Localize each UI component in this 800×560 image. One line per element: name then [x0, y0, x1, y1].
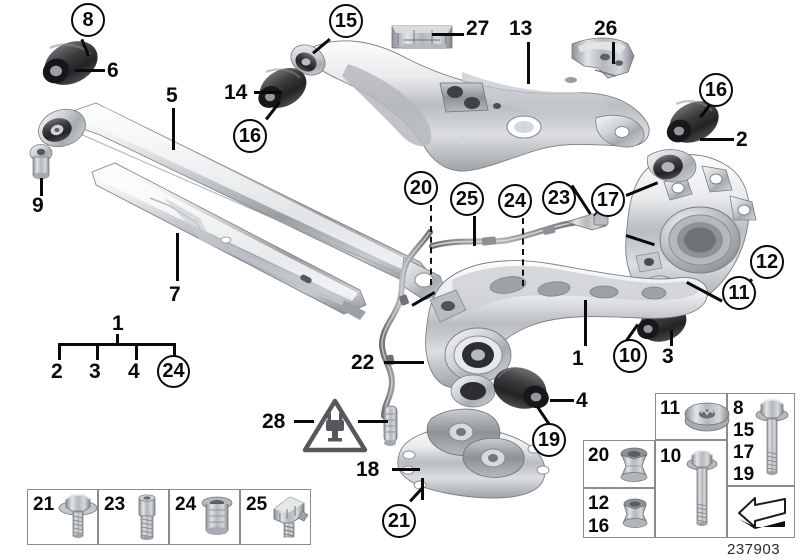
leader-28: [294, 420, 314, 423]
leader-13: [527, 42, 530, 84]
callout-24-c24: 24: [498, 184, 532, 218]
callout-20-c20: 20: [404, 171, 438, 205]
callout-16-c16b: 16: [699, 73, 733, 107]
callout-6-c6: 6: [107, 59, 119, 82]
hex-flange-bolt-long-icon: [755, 399, 789, 475]
callout-27-c27: 27: [466, 17, 490, 40]
part-18-mounting-bracket: [397, 408, 550, 499]
legend-num-21: 21: [33, 494, 55, 515]
callout-10-c10: 10: [613, 339, 647, 373]
bracket-stem: [116, 334, 119, 344]
legend-num-8: 8: [733, 398, 744, 419]
leader-7: [176, 233, 179, 281]
legend-num-11: 11: [660, 398, 681, 419]
part-4-rubber-bushing: [493, 367, 549, 409]
leader-26: [612, 42, 615, 64]
legend-num-23: 23: [104, 494, 126, 515]
bracket-child-3: 3: [89, 360, 101, 383]
direction-of-travel-arrow-icon: [738, 497, 786, 529]
callout-7-c7: 7: [169, 283, 181, 306]
callout-13-c13: 13: [509, 17, 533, 40]
bracket-tick-3: [96, 343, 99, 360]
part-1-lower-control-arm: [425, 260, 708, 408]
leader-28b: [358, 420, 388, 423]
part-25-link-rod: [429, 219, 583, 249]
leader-6: [75, 69, 105, 72]
leader-1b: [584, 300, 587, 346]
spring-clip-icon: [273, 496, 309, 538]
callout-11-c11: 11: [722, 276, 756, 310]
bracket-child-2: 2: [51, 360, 63, 383]
legend-num-12: 12: [588, 493, 610, 514]
legend-cell-23: [98, 489, 169, 545]
rivet-nut-icon: [201, 496, 233, 535]
hex-flange-nut-icon: [622, 498, 648, 528]
callout-8-c8: 8: [71, 3, 105, 37]
callout-18-c18: 18: [356, 458, 380, 481]
callout-1-c1b: 1: [572, 347, 584, 370]
leader-2: [700, 138, 734, 141]
part-6-rubber-mount: [42, 41, 98, 85]
leader-22: [384, 361, 424, 364]
callout-15-c15: 15: [329, 4, 363, 38]
part-26-bracket: [571, 37, 635, 79]
flange-lock-nut-icon: [620, 447, 648, 482]
part-15-upper-control-arm: [290, 40, 650, 172]
bracket-tick-4: [135, 343, 138, 360]
callout-21-c21: 21: [382, 504, 416, 538]
callout-17-c17: 17: [591, 183, 625, 217]
callout-9-c9: 9: [32, 194, 44, 217]
part-7-trailing-arm: [91, 162, 367, 320]
callout-5-c5: 5: [166, 84, 178, 107]
legend-num-20: 20: [588, 445, 610, 466]
legend-num-17: 17: [733, 442, 755, 463]
part-5-integral-link: [38, 102, 447, 301]
electrical-plug-warning-icon: [302, 398, 368, 453]
callout-4-c4: 4: [576, 389, 588, 412]
bracket-child-24: 24: [157, 355, 190, 388]
eccentric-washer-icon: [684, 402, 730, 432]
bracket-horizontal: [58, 343, 175, 346]
drawing-number: 237903: [727, 541, 781, 558]
callout-12-c12: 12: [750, 245, 784, 279]
bracket-child-4: 4: [128, 360, 140, 383]
leader-27: [432, 33, 464, 36]
callout-22-c22: 22: [351, 351, 375, 374]
bracket-tick-24: [173, 343, 176, 357]
leader-3: [670, 330, 673, 346]
leader-24: [522, 218, 524, 286]
leader-4: [550, 399, 574, 402]
long-flange-bolt-icon: [686, 450, 718, 526]
callout-16-c16a: 16: [233, 119, 267, 153]
legend-cell-10: [655, 440, 727, 538]
bracket-parent-label: 1: [112, 312, 124, 335]
legend-num-25: 25: [246, 494, 268, 515]
leader-18: [392, 468, 420, 471]
leader-5: [172, 108, 175, 150]
leader-9: [40, 178, 43, 196]
legend-num-15: 15: [733, 420, 755, 441]
legend-num-16: 16: [588, 516, 610, 537]
legend-num-10: 10: [660, 446, 682, 467]
hex-flange-bolt-icon: [58, 494, 98, 538]
callout-23-c23: 23: [542, 181, 576, 215]
leader-14: [254, 91, 282, 94]
legend-num-24: 24: [175, 494, 197, 515]
callout-25-c25: 25: [450, 182, 484, 216]
legend-num-19: 19: [733, 464, 755, 485]
callout-3-c3: 3: [662, 345, 674, 368]
part-9-pivot-pin: [29, 144, 53, 180]
callout-28-c28: 28: [262, 410, 286, 433]
callout-2-c2: 2: [736, 128, 748, 151]
leader-20: [430, 205, 432, 285]
bracket-tick-2: [58, 343, 61, 360]
callout-14-c14: 14: [224, 81, 248, 104]
part-27-bracket: [391, 25, 453, 49]
leader-25: [473, 216, 476, 246]
callout-26-c26: 26: [594, 17, 618, 40]
part-2-rubber-bushing: [666, 100, 719, 143]
callout-19-c19: 19: [532, 423, 566, 457]
socket-head-screw-icon: [138, 494, 156, 540]
